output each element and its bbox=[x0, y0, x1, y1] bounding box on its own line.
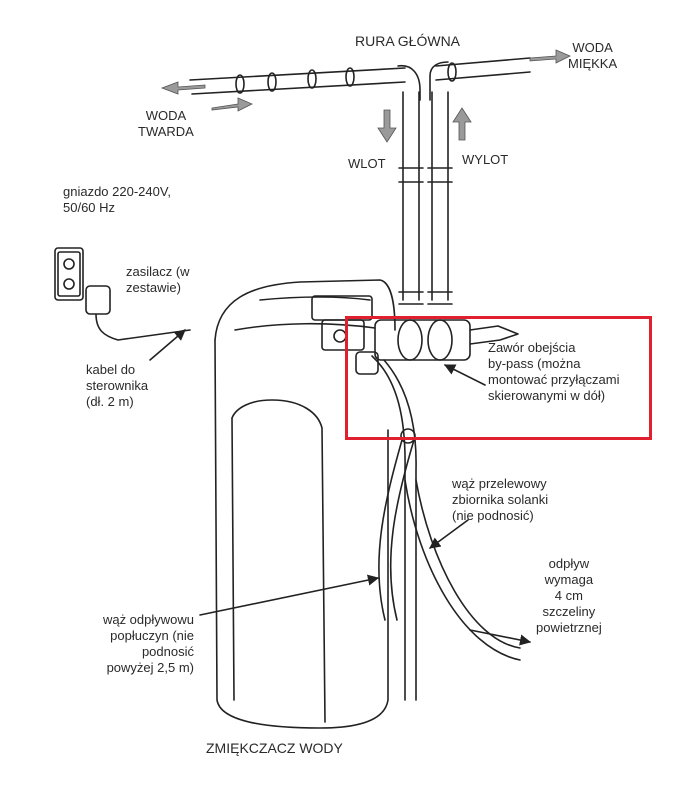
soft-water-arrow bbox=[529, 49, 571, 64]
outlet-label: WYLOT bbox=[462, 152, 509, 167]
drain-hose-leader bbox=[199, 574, 380, 616]
power-adapter bbox=[85, 285, 191, 341]
inlet-arrow bbox=[377, 109, 397, 143]
bypass-highlight-box bbox=[345, 316, 652, 440]
control-valve bbox=[311, 295, 373, 351]
bypass-leader bbox=[443, 364, 486, 386]
drain-hose bbox=[371, 355, 521, 701]
inlet-elbow bbox=[397, 65, 421, 101]
cable-arrow bbox=[149, 329, 186, 361]
inlet-label: WLOT bbox=[348, 156, 386, 171]
overflow-hose bbox=[378, 428, 416, 621]
outlet-riser bbox=[427, 91, 453, 305]
overflow-leader bbox=[429, 519, 469, 549]
main-pipe-label: RURA GŁÓWNA bbox=[355, 33, 461, 49]
diagram-title: ZMIĘKCZACZ WODY bbox=[206, 740, 343, 756]
hard-water-out-arrow bbox=[160, 81, 206, 95]
bypass-valve-assembly bbox=[355, 319, 519, 375]
outlet-elbow bbox=[429, 61, 449, 101]
inlet-riser bbox=[398, 91, 424, 305]
main-pipe bbox=[189, 57, 531, 95]
drain-leader bbox=[469, 629, 532, 646]
wall-socket bbox=[54, 247, 84, 301]
hard-water-in-arrow bbox=[211, 97, 253, 112]
outlet-arrow bbox=[452, 107, 472, 141]
power-socket-label: gniazdo 220-240V,50/60 Hz bbox=[63, 184, 171, 215]
softener-tank bbox=[214, 279, 396, 729]
